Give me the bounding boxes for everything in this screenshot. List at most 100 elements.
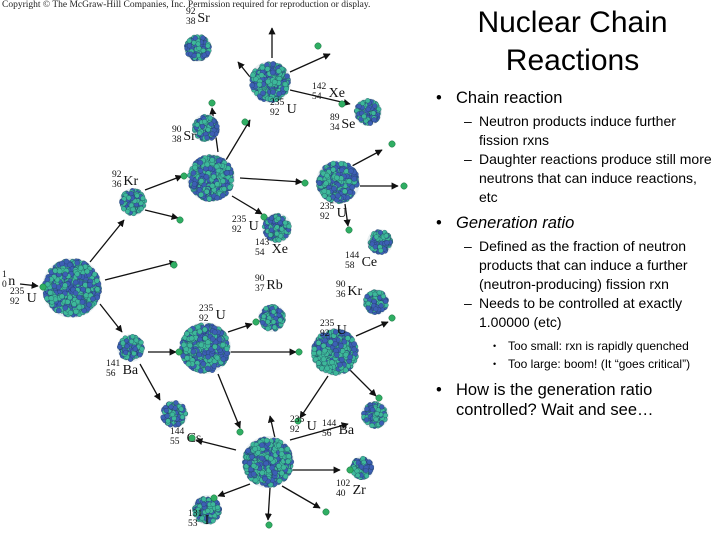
sub-bullet: – Needs to be controlled at exactly 1.00…: [436, 294, 718, 332]
free-neutron: [346, 466, 354, 474]
dash-icon: –: [464, 113, 472, 129]
free-neutron: [294, 417, 302, 425]
arrow: [217, 483, 251, 498]
slide-title: Nuclear Chain Reactions: [425, 4, 720, 80]
dash-icon: –: [464, 151, 472, 167]
free-neutron: [170, 261, 178, 269]
free-neutron: [210, 494, 218, 502]
free-neutron: [388, 140, 396, 148]
title-line-2: Reactions: [505, 44, 640, 77]
bullet-label: Generation ratio: [456, 214, 575, 232]
arrow: [89, 219, 125, 263]
sub-bullet-text: Neutron products induce further fission …: [479, 113, 676, 148]
dash-icon: –: [464, 295, 472, 311]
free-neutron: [176, 216, 184, 224]
bullet-list: • Chain reaction – Neutron products indu…: [436, 88, 718, 424]
sub-sub-bullet-text: Too large: boom! (It “goes critical”): [508, 357, 691, 371]
arrow: [231, 195, 263, 215]
arrow: [355, 321, 389, 337]
arrow: [104, 260, 177, 281]
nucleus: [315, 160, 360, 205]
free-neutron: [180, 172, 188, 180]
arrow: [267, 415, 276, 439]
arrow: [217, 373, 241, 429]
arrow: [299, 375, 329, 419]
arrow: [225, 119, 251, 161]
sub-bullet-text: Needs to be controlled at exactly 1.0000…: [479, 295, 683, 330]
free-neutron: [375, 394, 383, 402]
sub-bullet: – Daughter reactions produce still more …: [436, 150, 718, 207]
arrow: [139, 363, 161, 401]
nucleus: [350, 455, 375, 480]
nucleus: [117, 334, 145, 362]
arrow: [144, 174, 183, 191]
free-neutron: [338, 100, 346, 108]
arrow: [227, 322, 253, 333]
nucleus: [261, 212, 292, 243]
nucleus: [179, 322, 231, 374]
arrow: [264, 487, 272, 521]
free-neutron: [39, 283, 47, 291]
free-neutron: [301, 179, 309, 187]
arrow: [289, 53, 331, 73]
free-neutron: [241, 118, 249, 126]
bullet-label: Chain reaction: [456, 89, 563, 107]
free-neutron: [208, 99, 216, 107]
bullet-dot-icon: •: [436, 214, 442, 232]
nucleus: [367, 229, 394, 255]
arrow: [281, 485, 321, 509]
nucleus: [353, 98, 382, 126]
arrow: [99, 303, 123, 333]
title-line-1: Nuclear Chain: [477, 6, 668, 39]
sub-sub-bullet-text: Too small: rxn is rapidly quenched: [508, 339, 689, 353]
sub-sub-bullet: • Too large: boom! (It “goes critical”): [436, 356, 718, 372]
nucleus: [192, 114, 220, 142]
arrow: [19, 281, 39, 289]
free-neutron: [188, 434, 196, 442]
nucleus: [311, 328, 359, 376]
free-neutron: [400, 182, 408, 190]
free-neutron: [252, 318, 260, 326]
arrow: [144, 209, 179, 220]
bullet-question: • How is the generation ratio controlled…: [436, 380, 718, 420]
nucleus: [249, 61, 291, 103]
arrow: [343, 203, 351, 227]
sub-bullet: – Defined as the fraction of neutron pro…: [436, 237, 718, 294]
free-neutron: [388, 314, 396, 322]
free-neutron: [236, 428, 244, 436]
arrow: [349, 369, 377, 397]
free-neutron: [265, 521, 273, 529]
bullet-generation-ratio: • Generation ratio: [436, 213, 718, 233]
free-neutron: [260, 213, 268, 221]
nucleus: [41, 258, 102, 318]
copyright-notice: Copyright © The McGraw-Hill Companies, I…: [2, 0, 371, 10]
bullet-label: How is the generation ratio controlled? …: [456, 381, 654, 419]
nucleus: [361, 401, 389, 429]
arrow: [351, 149, 383, 167]
arrow: [195, 438, 237, 451]
nucleus: [160, 400, 189, 428]
sub-bullet: – Neutron products induce further fissio…: [436, 112, 718, 150]
nucleus: [258, 304, 286, 332]
nucleus: [187, 154, 235, 202]
free-neutron: [345, 226, 353, 234]
arrow: [289, 422, 349, 441]
sub-bullet-text: Daughter reactions produce still more ne…: [479, 151, 712, 205]
nucleus: [242, 436, 295, 488]
